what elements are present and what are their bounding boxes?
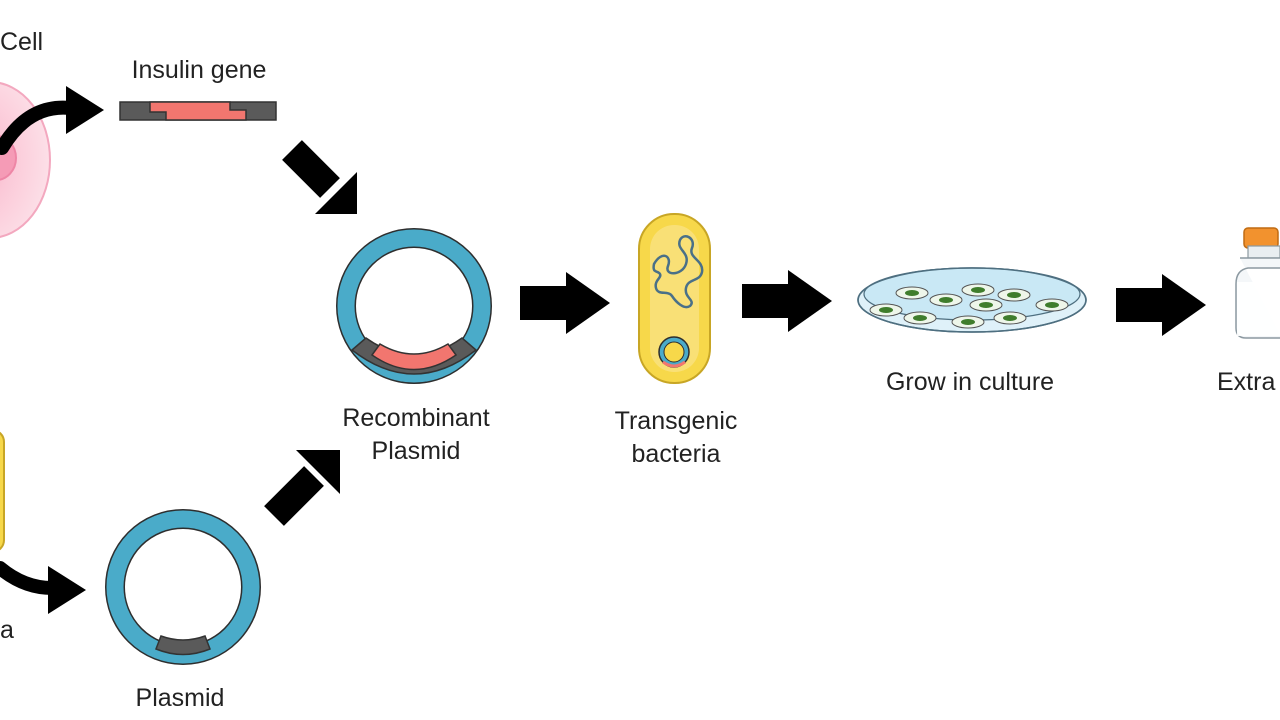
arrow-recombinant-to-bacteria: [520, 272, 610, 334]
recombinant-plasmid-label-line2: Plasmid: [371, 437, 461, 465]
petri-dish-icon: [857, 267, 1087, 333]
vial-icon: [1235, 227, 1280, 339]
bacteria-colony-icon: [869, 283, 1069, 329]
insulin-gene-icon: [119, 101, 277, 121]
arrow-plasmid-to-recombinant: [264, 450, 340, 526]
insulin-gene-label: Insulin gene: [131, 56, 267, 84]
bacteria-label-partial: a: [0, 616, 14, 644]
arrow-gene-to-recombinant: [282, 140, 357, 214]
arrow-culture-to-extract: [1116, 274, 1206, 336]
bacterium-partial-icon: [0, 431, 5, 551]
transgenic-bacteria-label-line1: Transgenic: [614, 407, 738, 435]
human-cell-label: Cell: [0, 28, 44, 56]
grow-in-culture-label: Grow in culture: [885, 368, 1055, 396]
recombinant-plasmid-icon: [336, 228, 492, 384]
arrow-cell-to-gene: [0, 86, 104, 155]
transgenic-bacteria-label-line2: bacteria: [631, 440, 721, 468]
plasmid-label: Plasmid: [135, 684, 225, 712]
transgenic-bacterium-icon: [638, 213, 711, 384]
arrow-bacteria-to-culture: [742, 270, 832, 332]
recombinant-plasmid-label-line1: Recombinant: [342, 404, 490, 432]
plasmid-icon: [105, 509, 261, 665]
arrow-bacteria-to-plasmid: [0, 561, 86, 614]
extract-label: Extra: [1217, 368, 1276, 396]
